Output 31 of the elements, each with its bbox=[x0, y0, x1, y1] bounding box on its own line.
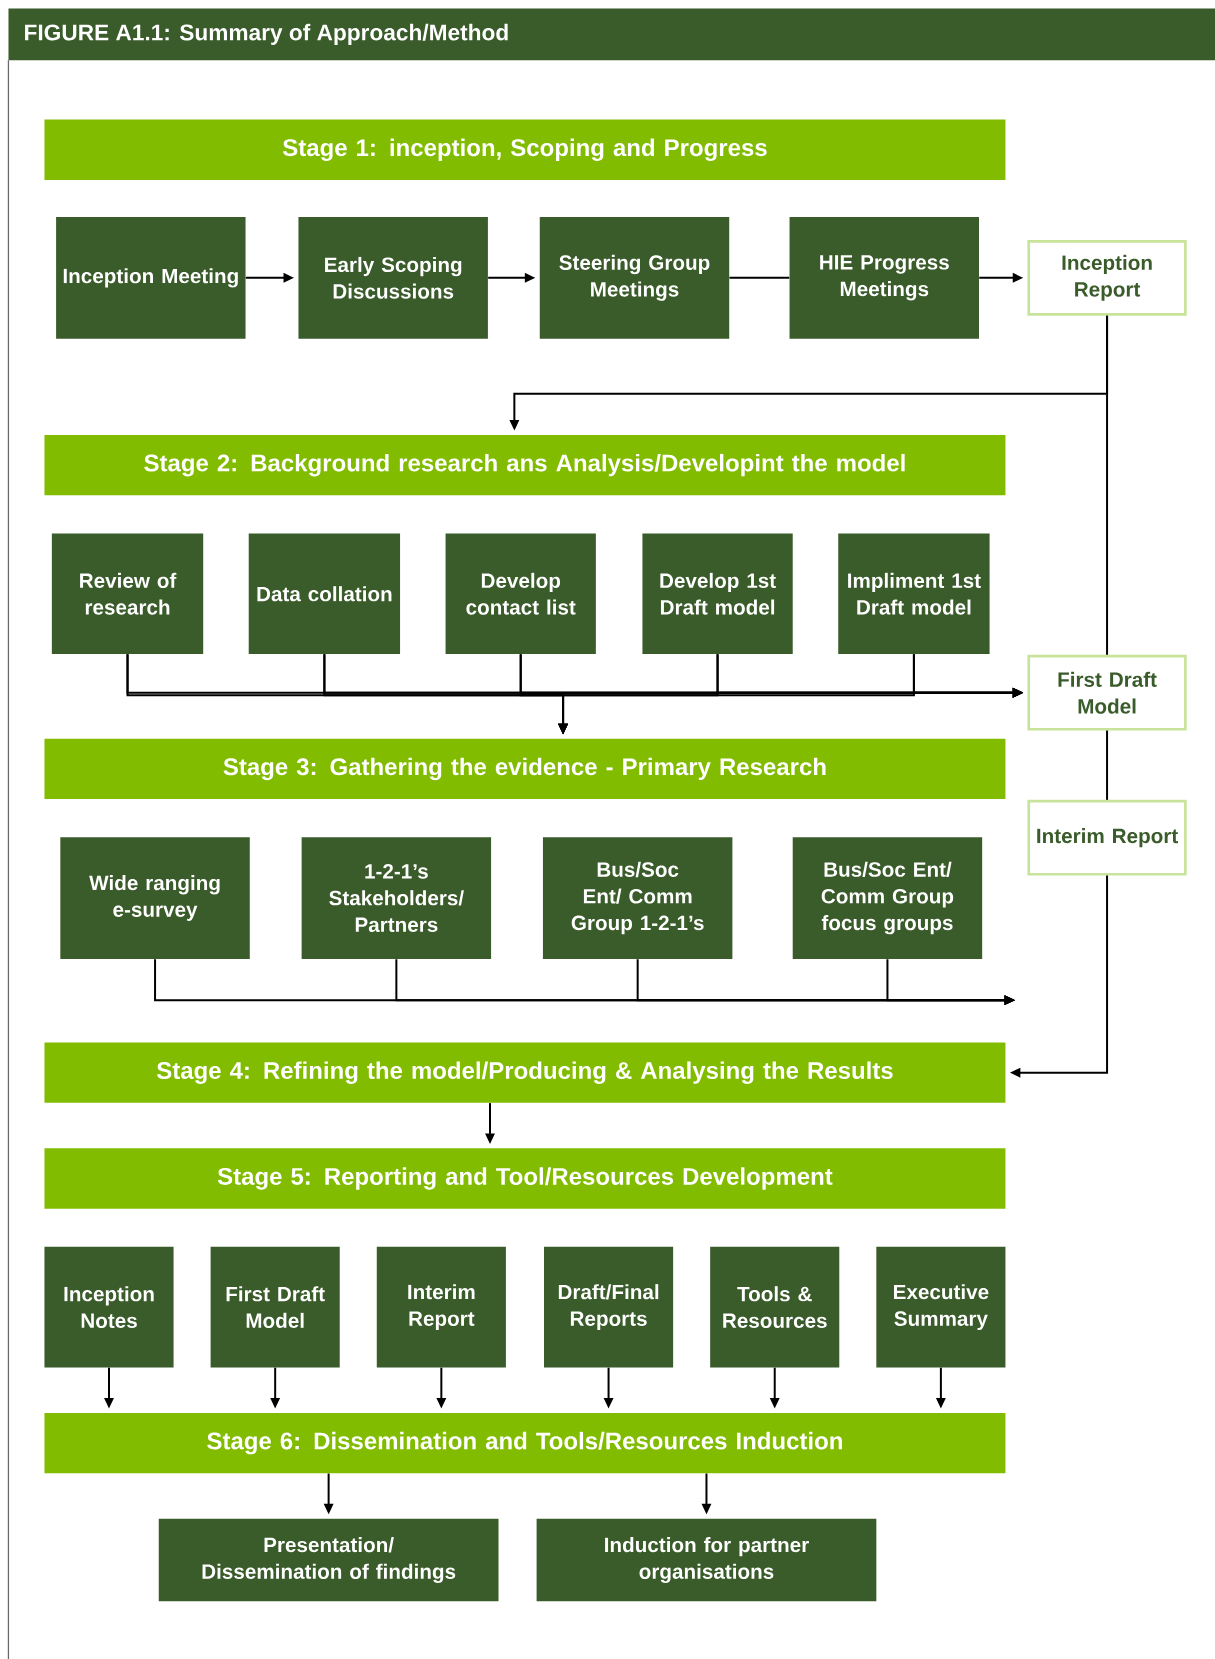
step-box: HIE Progress Meetings bbox=[789, 216, 979, 339]
figure-title: FIGURE A1.1: Summary of Approach/Method bbox=[25, 23, 508, 45]
step-box: Inception Meeting bbox=[56, 216, 246, 339]
step-box: Draft/Final Reports bbox=[544, 1246, 674, 1368]
step-box: Bus/Soc Ent/ Comm Group 1-2-1’s bbox=[542, 837, 733, 959]
step-box: Steering Group Meetings bbox=[539, 216, 730, 339]
output-box: Inception Report bbox=[1027, 239, 1187, 316]
step-box: Presentation/ Dissemination of findings bbox=[158, 1518, 499, 1602]
step-box: Early Scoping Discussions bbox=[298, 216, 488, 339]
step-box: Develop 1st Draft model bbox=[642, 533, 793, 655]
step-box: Develop contact list bbox=[445, 533, 596, 655]
step-box: Bus/Soc Ent/ Comm Group focus groups bbox=[792, 837, 983, 959]
step-box: Data collation bbox=[248, 533, 401, 655]
stage-banner: Stage 3: Gathering the evidence - Primary Research bbox=[44, 738, 1006, 800]
step-box: Review of research bbox=[51, 533, 204, 655]
stage-banner: Stage 4: Refining the model/Producing & Analysing the Results bbox=[44, 1042, 1006, 1103]
step-box: Interim Report bbox=[376, 1246, 506, 1368]
step-box: Executive Summary bbox=[876, 1246, 1006, 1368]
stage-banner: Stage 1: inception, Scoping and Progress bbox=[44, 119, 1006, 180]
step-box: Wide ranging e-survey bbox=[60, 837, 250, 959]
step-box: Induction for partner organisations bbox=[536, 1518, 877, 1602]
output-box: Interim Report bbox=[1027, 799, 1187, 876]
stage-banner: Stage 2: Background research ans Analysis/Developint the model bbox=[44, 435, 1006, 496]
output-box: First Draft Model bbox=[1027, 654, 1187, 731]
step-box: Impliment 1st Draft model bbox=[838, 533, 990, 655]
step-box: First Draft Model bbox=[210, 1246, 340, 1368]
stage-banner: Stage 6: Dissemination and Tools/Resources Induction bbox=[44, 1412, 1006, 1474]
step-box: 1-2-1’s Stakeholders/ Partners bbox=[301, 837, 492, 959]
stage-banner: Stage 5: Reporting and Tool/Resources Development bbox=[44, 1148, 1006, 1209]
step-box: Tools & Resources bbox=[710, 1246, 840, 1368]
step-box: Inception Notes bbox=[44, 1246, 174, 1368]
